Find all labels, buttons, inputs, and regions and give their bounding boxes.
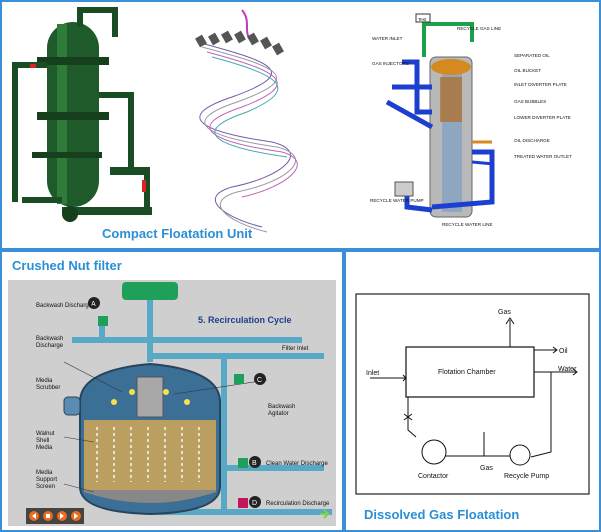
dgf-panel: Gas Oil Water Inlet Flotation Chamber Ga… bbox=[344, 250, 601, 532]
green-vessel-drawing bbox=[12, 7, 152, 222]
compact-flotation-panel: Test RECYCLE GAS LINE WATER INLET GAS IN… bbox=[0, 0, 601, 250]
valve-c-letter: C bbox=[257, 377, 262, 384]
compact-flotation-illustrations: Test RECYCLE GAS LINE WATER INLET GAS IN… bbox=[12, 7, 572, 233]
valve-a[interactable]: A bbox=[88, 297, 108, 326]
sep-label-treated-water: TREATED WATER OUTLET bbox=[514, 154, 572, 159]
dgf-label-recycle-pump: Recycle Pump bbox=[504, 473, 549, 480]
filter-cycle-title: 5. Recirculation Cycle bbox=[198, 315, 292, 325]
sep-label-separated-oil: SEPARATED OIL bbox=[514, 53, 550, 58]
sep-label-oil-discharge: OIL DISCHARGE bbox=[514, 138, 550, 143]
dgf-diagram: Gas Oil Water Inlet Flotation Chamber Ga… bbox=[355, 293, 590, 495]
valve-c[interactable]: C bbox=[234, 373, 266, 385]
dgf-label-inlet: Inlet bbox=[366, 370, 379, 377]
sep-label-lower-diverter: LOWER DIVERTER PLATE bbox=[514, 115, 571, 120]
caption-compact-flotation: Compact Floatation Unit bbox=[102, 226, 253, 241]
label-filter-inlet: Filter Inlet bbox=[282, 346, 309, 352]
label-backwash-discharge-a: Backwash Discharge bbox=[36, 303, 93, 309]
crushed-nut-panel: Crushed Nut filter A C B D bbox=[0, 250, 344, 532]
sep-label-gas-bubbles: GAS BUBBLES bbox=[514, 99, 546, 104]
label-recirculation-discharge: Recirculation Discharge bbox=[266, 501, 330, 507]
dgf-label-water: Water bbox=[558, 366, 577, 373]
separator-cutaway-drawing bbox=[385, 13, 495, 218]
next-arrow-icon[interactable] bbox=[320, 509, 330, 519]
helix-drawing bbox=[196, 9, 298, 233]
valve-b[interactable]: B bbox=[238, 456, 261, 468]
caption-dissolved-gas: Dissolved Gas Floatation bbox=[364, 507, 520, 522]
recycle-pump-icon bbox=[509, 444, 531, 466]
playback-controls bbox=[26, 508, 330, 524]
dgf-label-gas-top: Gas bbox=[498, 309, 511, 316]
label-clean-water-discharge: Clean Water Discharge bbox=[266, 461, 328, 467]
valve-a-letter: A bbox=[91, 301, 96, 308]
valve-b-letter: B bbox=[252, 460, 257, 467]
valve-d[interactable]: D bbox=[238, 496, 261, 508]
sep-label-test: Test bbox=[418, 17, 427, 22]
sep-label-recycle-gas: RECYCLE GAS LINE bbox=[457, 26, 501, 31]
sep-label-recycle-pump: RECYCLE WATER PUMP bbox=[370, 198, 424, 203]
dgf-label-gas-bottom: Gas bbox=[480, 465, 493, 472]
caption-crushed-nut: Crushed Nut filter bbox=[12, 258, 122, 273]
contactor-icon bbox=[421, 439, 447, 465]
dgf-label-contactor: Contactor bbox=[418, 473, 449, 480]
dgf-label-oil: Oil bbox=[559, 348, 568, 355]
sep-label-oil-bucket: OIL BUCKET bbox=[514, 68, 541, 73]
sep-label-recycle-line: RECYCLE WATER LINE bbox=[442, 222, 493, 227]
helix-blades bbox=[195, 30, 284, 56]
separator-labels: Test RECYCLE GAS LINE WATER INLET GAS IN… bbox=[370, 17, 572, 227]
sep-label-inlet-diverter: INLET DIVERTER PLATE bbox=[514, 82, 567, 87]
sep-label-water-inlet: WATER INLET bbox=[372, 36, 403, 41]
dgf-label-chamber: Flotation Chamber bbox=[438, 369, 496, 376]
valve-d-letter: D bbox=[252, 500, 257, 507]
flotation-chamber-box bbox=[405, 346, 535, 398]
sep-label-gas-injectors: GAS INJECTORS bbox=[372, 61, 409, 66]
